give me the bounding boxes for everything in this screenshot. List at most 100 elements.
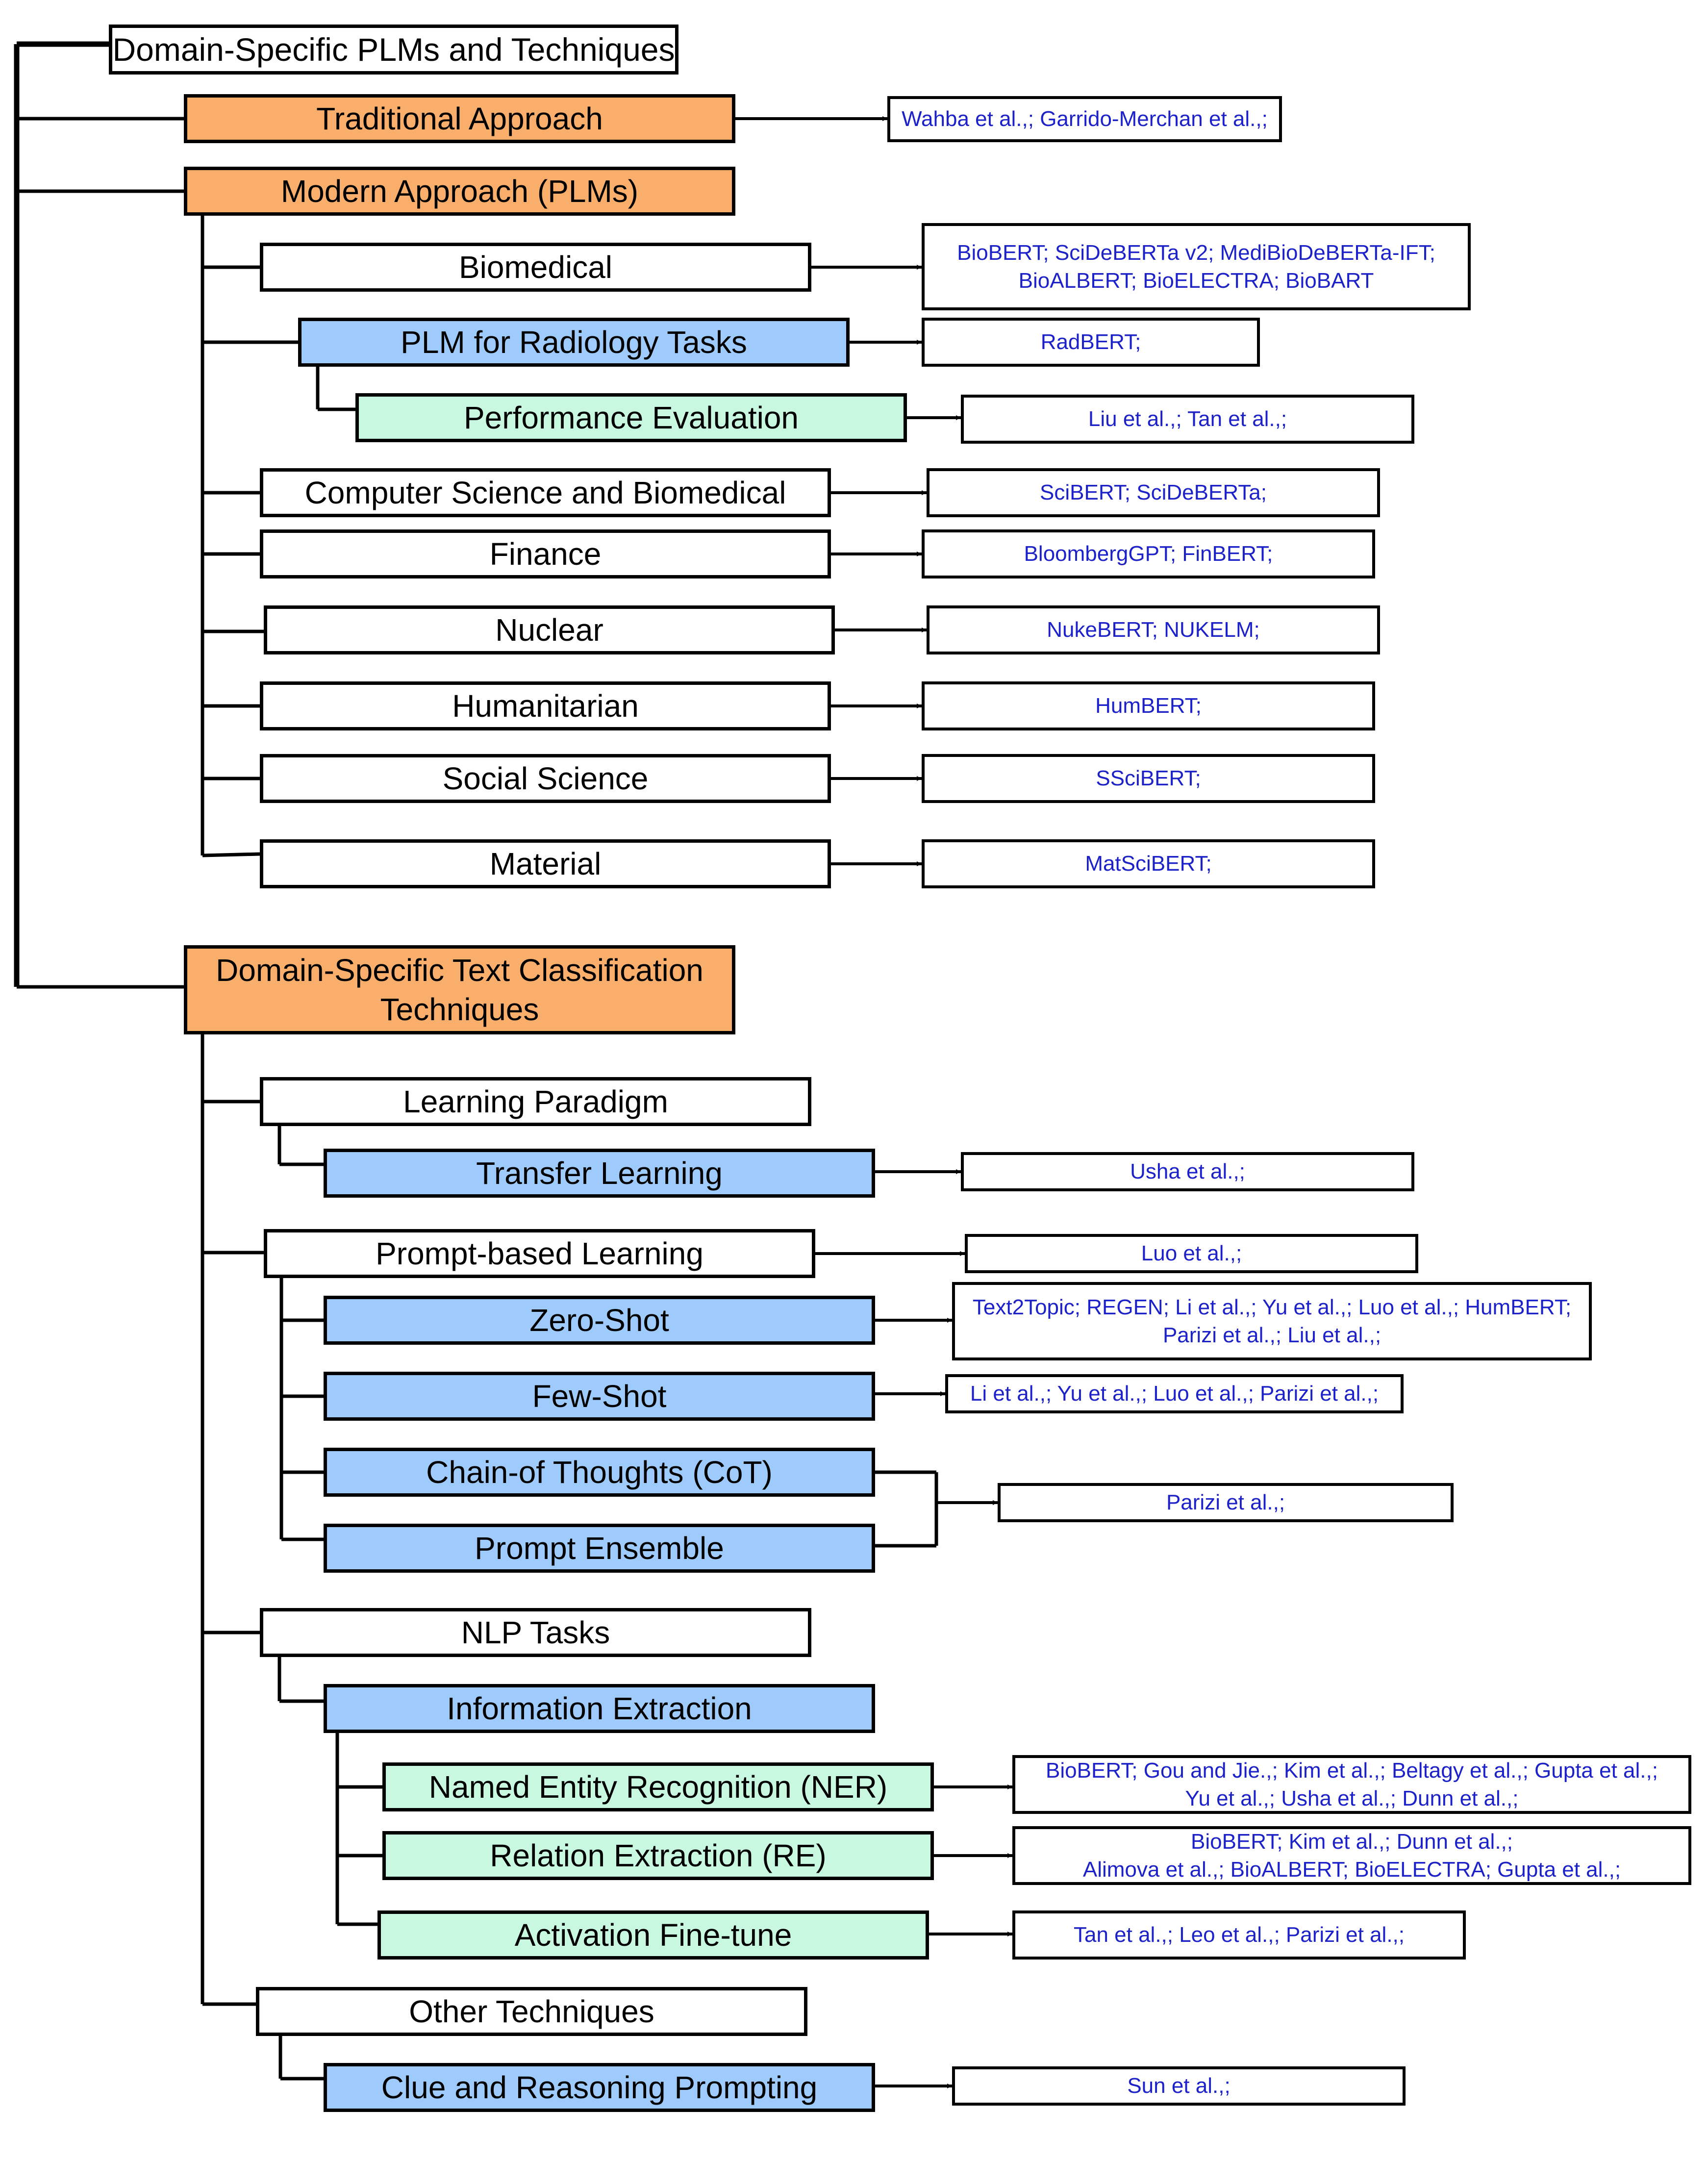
ref-few-shot-line-1: Li et al.,; Yu et al.,; Luo et al.,; Par… bbox=[970, 1382, 1379, 1406]
cs-biomedical-node: Computer Science and Biomedical bbox=[260, 468, 831, 517]
information-extraction-label: Information Extraction bbox=[447, 1691, 752, 1726]
ref-transfer-learning-line-1: Usha et al.,; bbox=[1130, 1159, 1245, 1184]
prompt-ensemble-node: Prompt Ensemble bbox=[324, 1524, 875, 1573]
traditional-approach-label: Traditional Approach bbox=[316, 101, 603, 136]
root-node: Domain-Specific PLMs and Techniques bbox=[109, 25, 678, 75]
nlp-tasks-node: NLP Tasks bbox=[260, 1608, 811, 1657]
ref-nuclear: NukeBERT; NUKELM; bbox=[927, 605, 1380, 654]
material-node: Material bbox=[260, 839, 831, 888]
domain-text-classification-label-2: Techniques bbox=[380, 992, 539, 1027]
ref-zero-shot-line-2: Parizi et al.,; Liu et al.,; bbox=[1162, 1323, 1381, 1347]
social-science-label: Social Science bbox=[442, 761, 649, 796]
ref-prompt-learning-line-1: Luo et al.,; bbox=[1141, 1241, 1242, 1266]
ref-radiology: RadBERT; bbox=[922, 318, 1260, 367]
cs-biomedical-label: Computer Science and Biomedical bbox=[304, 475, 786, 510]
ref-cot-ensemble-line-1: Parizi et al.,; bbox=[1166, 1490, 1285, 1515]
nlp-tasks-label: NLP Tasks bbox=[461, 1615, 610, 1650]
biomedical-label: Biomedical bbox=[458, 250, 613, 285]
zero-shot-label: Zero-Shot bbox=[529, 1303, 669, 1338]
modern-approach-node: Modern Approach (PLMs) bbox=[184, 167, 735, 216]
modern-approach-label: Modern Approach (PLMs) bbox=[280, 174, 639, 209]
ref-material: MatSciBERT; bbox=[922, 839, 1375, 888]
ref-prompt-learning: Luo et al.,; bbox=[965, 1234, 1418, 1273]
learning-paradigm-node: Learning Paradigm bbox=[260, 1077, 811, 1126]
ref-social-science: SSciBERT; bbox=[922, 754, 1375, 803]
other-techniques-node: Other Techniques bbox=[256, 1987, 807, 2036]
transfer-learning-label: Transfer Learning bbox=[476, 1156, 723, 1191]
radiology-label: PLM for Radiology Tasks bbox=[401, 325, 747, 360]
material-label: Material bbox=[489, 846, 602, 881]
finance-label: Finance bbox=[489, 536, 602, 572]
ref-nuclear-line-1: NukeBERT; NUKELM; bbox=[1047, 618, 1260, 642]
ref-biomedical-line-2: BioALBERT; BioELECTRA; BioBART bbox=[1018, 269, 1374, 293]
ner-label: Named Entity Recognition (NER) bbox=[428, 1769, 888, 1805]
ner-node: Named Entity Recognition (NER) bbox=[382, 1762, 934, 1811]
ref-ner-line-2: Yu et al.,; Usha et al.,; Dunn et al.,; bbox=[1185, 1786, 1519, 1810]
ref-activation-finetune-line-1: Tan et al.,; Leo et al.,; Parizi et al.,… bbox=[1073, 1923, 1405, 1947]
ref-performance-eval-line-1: Liu et al.,; Tan et al.,; bbox=[1088, 407, 1287, 431]
traditional-approach-node: Traditional Approach bbox=[184, 94, 735, 143]
ref-ner-line-1: BioBERT; Gou and Jie.,; Kim et al.,; Bel… bbox=[1046, 1758, 1658, 1783]
other-techniques-label: Other Techniques bbox=[409, 1994, 654, 2029]
ref-few-shot: Li et al.,; Yu et al.,; Luo et al.,; Par… bbox=[945, 1374, 1404, 1413]
ref-re: BioBERT; Kim et al.,; Dunn et al.,; Alim… bbox=[1012, 1826, 1691, 1885]
ref-biomedical: BioBERT; SciDeBERTa v2; MediBioDeBERTa-I… bbox=[922, 223, 1471, 310]
branch-material bbox=[202, 852, 260, 857]
clue-reasoning-node: Clue and Reasoning Prompting bbox=[324, 2063, 875, 2112]
chain-of-thoughts-label: Chain-of Thoughts (CoT) bbox=[426, 1455, 773, 1490]
ref-humanitarian-line-1: HumBERT; bbox=[1095, 694, 1202, 718]
ref-zero-shot-line-1: Text2Topic; REGEN; Li et al.,; Yu et al.… bbox=[972, 1295, 1572, 1319]
ref-performance-eval: Liu et al.,; Tan et al.,; bbox=[961, 395, 1414, 444]
biomedical-node: Biomedical bbox=[260, 243, 811, 292]
ref-social-science-line-1: SSciBERT; bbox=[1096, 766, 1201, 791]
performance-evaluation-label: Performance Evaluation bbox=[463, 400, 799, 435]
radiology-node: PLM for Radiology Tasks bbox=[298, 318, 850, 367]
domain-text-classification-node: Domain-Specific Text Classification Tech… bbox=[184, 945, 735, 1034]
ref-cs-biomedical-line-1: SciBERT; SciDeBERTa; bbox=[1040, 480, 1267, 505]
ref-zero-shot: Text2Topic; REGEN; Li et al.,; Yu et al.… bbox=[952, 1282, 1592, 1360]
relation-extraction-label: Relation Extraction (RE) bbox=[490, 1838, 827, 1873]
ref-clue-reasoning: Sun et al.,; bbox=[952, 2066, 1406, 2106]
ref-traditional: Wahba et al.,; Garrido-Merchan et al.,; bbox=[887, 96, 1282, 142]
ref-clue-reasoning-line-1: Sun et al.,; bbox=[1127, 2074, 1231, 2098]
learning-paradigm-label: Learning Paradigm bbox=[403, 1084, 668, 1119]
activation-finetune-node: Activation Fine-tune bbox=[377, 1910, 929, 1960]
activation-finetune-label: Activation Fine-tune bbox=[514, 1917, 792, 1953]
transfer-learning-node: Transfer Learning bbox=[324, 1149, 875, 1198]
information-extraction-node: Information Extraction bbox=[324, 1684, 875, 1733]
ref-ner: BioBERT; Gou and Jie.,; Kim et al.,; Bel… bbox=[1012, 1755, 1691, 1814]
chain-of-thoughts-node: Chain-of Thoughts (CoT) bbox=[324, 1448, 875, 1497]
few-shot-label: Few-Shot bbox=[532, 1379, 667, 1414]
social-science-node: Social Science bbox=[260, 754, 831, 803]
relation-extraction-node: Relation Extraction (RE) bbox=[382, 1831, 934, 1880]
ref-transfer-learning: Usha et al.,; bbox=[961, 1152, 1414, 1191]
few-shot-node: Few-Shot bbox=[324, 1372, 875, 1421]
humanitarian-label: Humanitarian bbox=[452, 688, 639, 724]
ref-re-line-1: BioBERT; Kim et al.,; Dunn et al.,; bbox=[1190, 1829, 1513, 1854]
ref-cot-ensemble: Parizi et al.,; bbox=[998, 1483, 1454, 1522]
zero-shot-node: Zero-Shot bbox=[324, 1296, 875, 1345]
ref-radiology-line-1: RadBERT; bbox=[1040, 330, 1141, 354]
finance-node: Finance bbox=[260, 529, 831, 578]
performance-evaluation-node: Performance Evaluation bbox=[355, 393, 907, 442]
ref-finance: BloombergGPT; FinBERT; bbox=[922, 529, 1375, 578]
ref-material-line-1: MatSciBERT; bbox=[1085, 852, 1212, 876]
ref-re-line-2: Alimova et al.,; BioALBERT; BioELECTRA; … bbox=[1082, 1858, 1621, 1882]
domain-text-classification-label-1: Domain-Specific Text Classification bbox=[216, 953, 703, 988]
clue-reasoning-label: Clue and Reasoning Prompting bbox=[381, 2070, 818, 2105]
root-label: Domain-Specific PLMs and Techniques bbox=[112, 31, 675, 68]
ref-traditional-line-1: Wahba et al.,; Garrido-Merchan et al.,; bbox=[902, 107, 1268, 131]
nuclear-node: Nuclear bbox=[264, 605, 835, 654]
ref-finance-line-1: BloombergGPT; FinBERT; bbox=[1024, 542, 1273, 566]
prompt-based-learning-node: Prompt-based Learning bbox=[264, 1229, 815, 1278]
prompt-based-learning-label: Prompt-based Learning bbox=[376, 1236, 703, 1271]
nuclear-label: Nuclear bbox=[495, 612, 603, 648]
ref-humanitarian: HumBERT; bbox=[922, 681, 1375, 730]
ref-biomedical-line-1: BioBERT; SciDeBERTa v2; MediBioDeBERTa-I… bbox=[957, 240, 1435, 265]
ref-activation-finetune: Tan et al.,; Leo et al.,; Parizi et al.,… bbox=[1012, 1910, 1466, 1960]
ref-cs-biomedical: SciBERT; SciDeBERTa; bbox=[927, 468, 1380, 517]
humanitarian-node: Humanitarian bbox=[260, 681, 831, 730]
prompt-ensemble-label: Prompt Ensemble bbox=[475, 1531, 724, 1566]
